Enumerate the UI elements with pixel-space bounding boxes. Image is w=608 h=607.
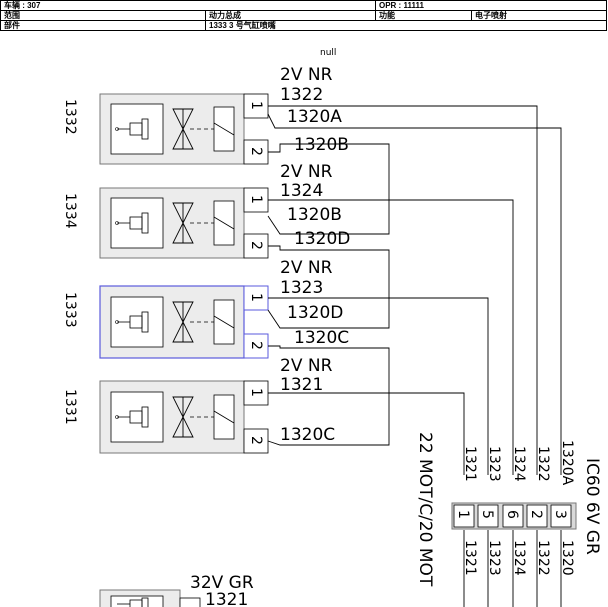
connector-label: 32V GR (190, 573, 254, 593)
pin-1-box (243, 93, 269, 119)
solenoid-coil-icon (213, 200, 235, 246)
wire-label: 1324 (280, 181, 323, 201)
function-label: 功能 (375, 10, 472, 21)
wire-label: 1323 (280, 278, 323, 298)
connector-ic60[interactable]: 1 5 6 2 3 (451, 502, 577, 530)
injector-1334[interactable]: 1 2 1334 2V NR 1324 1320B 1320D (62, 162, 350, 259)
opr-cell: OPR : 11111 (375, 0, 607, 11)
injector-nozzle-icon (115, 212, 149, 234)
component-id: 1333 (62, 292, 78, 328)
connector-label: 2V NR (280, 162, 333, 182)
header-table: 车辆 : 307 OPR : 11111 范围 动力总成 功能 电子喷射 部件 … (0, 0, 608, 44)
injector-nozzle-icon (115, 406, 149, 428)
pin-label: 5 (479, 510, 495, 519)
wire-label: 1322 (535, 446, 551, 482)
valve-icon (172, 202, 194, 244)
wire-label: 1323 (486, 446, 502, 482)
wire-label: 1320D (287, 303, 343, 323)
wiring-diagram: null 1 2 1332 2V NR 1322 1320A 1320B (62, 48, 602, 607)
pin-2-box (243, 139, 269, 165)
wire-label: 1320B (294, 135, 349, 155)
wire-label: 1324 (511, 540, 527, 576)
connector-name: IC60 6V GR (582, 458, 602, 555)
ecu-label: 22 MOT/C/20 MOT (415, 432, 435, 587)
bundle-top-labels: 1321 1323 1324 1322 1320A (462, 440, 575, 486)
pin-2-box (243, 233, 269, 259)
pin-label: 1 (248, 388, 264, 397)
component-id: 1334 (62, 193, 78, 229)
wire-label: 1321 (280, 375, 323, 395)
wires (267, 105, 562, 607)
wire-label: 1321 (462, 446, 478, 482)
injector-nozzle-icon (115, 311, 149, 333)
injector-nozzle-icon (115, 118, 149, 140)
connector-label: 2V NR (280, 356, 333, 376)
part-label: 部件 (0, 20, 206, 31)
pin-label: 1 (248, 195, 264, 204)
solenoid-coil-icon (213, 299, 235, 345)
null-label: null (320, 48, 336, 58)
valve-icon (172, 108, 194, 150)
pin-label: 1 (248, 101, 264, 110)
pin-label: 1 (248, 293, 264, 302)
pin-1-box (243, 285, 269, 311)
pin-label: 3 (552, 510, 568, 519)
bundle-bottom-labels: 1321 1323 1324 1322 1320 (462, 540, 575, 576)
pin-2-box (243, 428, 269, 454)
injector-nozzle-icon (117, 597, 149, 607)
component-id: 1332 (62, 99, 78, 135)
pin-label: 2 (248, 436, 264, 445)
wire-label: 1320C (294, 328, 349, 348)
wire-label: 1322 (535, 540, 551, 576)
wire-label: 1324 (511, 446, 527, 482)
pin-2-box (243, 333, 269, 359)
vehicle-cell: 车辆 : 307 (0, 0, 376, 11)
wire-label: 1322 (280, 85, 323, 105)
part-value: 1333 3 号气缸喷嘴 (205, 20, 607, 31)
pin-label: 2 (528, 510, 544, 519)
injector-1332[interactable]: 1 2 1332 2V NR 1322 1320A 1320B (62, 65, 349, 165)
connector-label: 2V NR (280, 258, 333, 278)
solenoid-coil-icon (213, 394, 235, 440)
wire-label: 1320D (294, 229, 350, 249)
pin-label: 2 (248, 341, 264, 350)
solenoid-coil-icon (213, 106, 235, 152)
injector-1331[interactable]: 1 2 1331 2V NR 1321 1320C (62, 356, 335, 454)
valve-icon (172, 301, 194, 343)
wire-label: 1321 (462, 540, 478, 576)
wire-label: 1321 (205, 590, 248, 607)
wire-label: 1320B (287, 205, 342, 225)
function-value: 电子喷射 (471, 10, 607, 21)
pin-label: 2 (248, 147, 264, 156)
connector-label: 2V NR (280, 65, 333, 85)
pin-label: 6 (504, 510, 520, 519)
injector-1333[interactable]: 1 2 1333 2V NR 1323 1320D 1320C (62, 258, 349, 359)
valve-icon (172, 396, 194, 438)
scope-value: 动力总成 (205, 10, 376, 21)
component-id: 1331 (62, 389, 78, 425)
wire-label: 1320C (280, 425, 335, 445)
pin-label: 2 (248, 241, 264, 250)
wire-label: 1320A (287, 107, 342, 127)
wire-label: 1320 (559, 540, 575, 576)
scope-label: 范围 (0, 10, 206, 21)
wire-label: 1320A (559, 440, 575, 486)
bottom-component[interactable]: 32V GR 1321 (99, 573, 254, 607)
wire-label: 1323 (486, 540, 502, 576)
pin-label: 1 (455, 510, 471, 519)
